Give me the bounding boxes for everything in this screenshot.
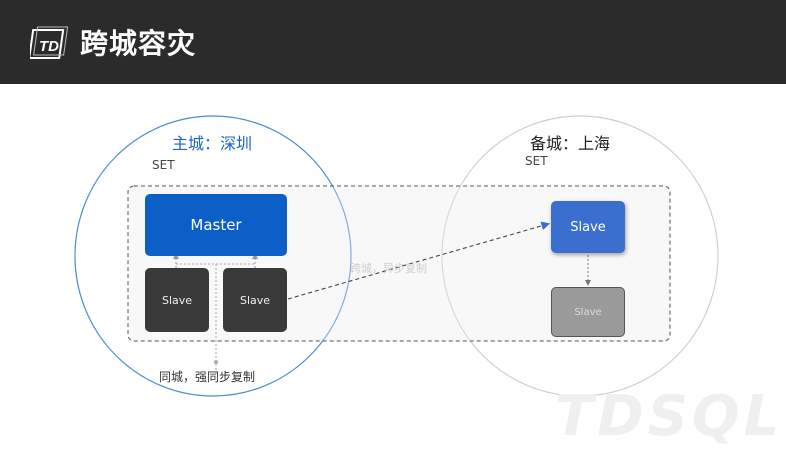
primary-city-circle — [74, 115, 352, 397]
sync-leader-dot — [214, 360, 218, 364]
backup-city-label: 备城：上海 — [530, 134, 611, 153]
master-node: Master — [145, 194, 287, 256]
async-replication-arrow — [287, 221, 551, 300]
local-slave-node-2: Slave — [223, 268, 287, 332]
same-city-replication-label: 同城，强同步复制 — [159, 370, 256, 384]
cross-city-replication-label: 跨城，异步复制 — [350, 262, 427, 275]
primary-city-label: 主城：深圳 — [172, 134, 253, 153]
remote-slave-node: Slave — [551, 201, 625, 253]
backup-set-label: SET — [525, 154, 548, 168]
disaster-recovery-diagram: 主城：深圳 SET 备城：上海 SET Master Slave Slave S… — [0, 84, 786, 449]
tdsql-watermark: TDSQL — [555, 384, 784, 449]
page-title: 跨城容灾 — [80, 27, 197, 60]
backup-city-circle — [441, 115, 719, 397]
local-slave-node-1: Slave — [145, 268, 209, 332]
td-logo-icon: TD — [30, 26, 69, 59]
remote-slave-node-2: Slave — [551, 287, 625, 337]
primary-set-label: SET — [152, 158, 175, 172]
logo-text: TD — [39, 38, 59, 55]
header-bar: TD 跨城容灾 — [0, 0, 786, 84]
